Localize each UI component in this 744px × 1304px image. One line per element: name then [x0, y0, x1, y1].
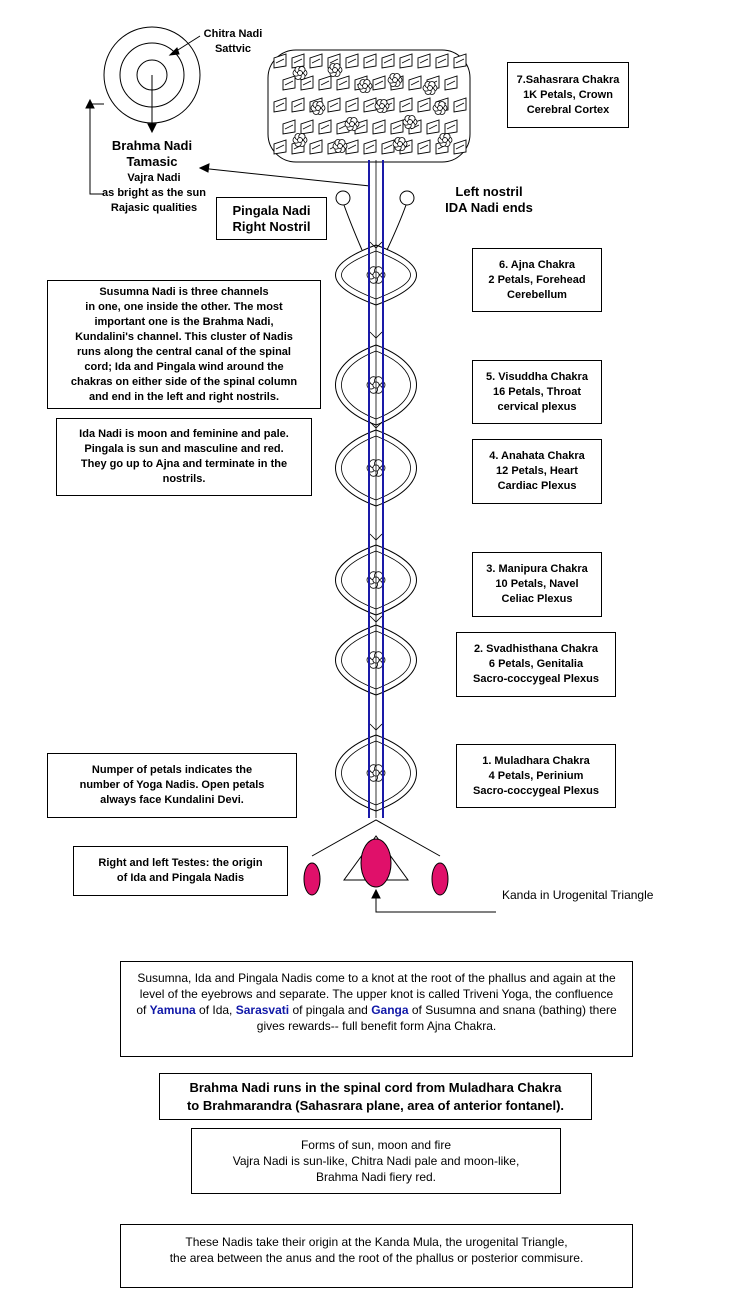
crown-lotus-6: [310, 101, 326, 115]
crown-lotus-8: [374, 99, 390, 113]
kanda-pointer: [371, 888, 496, 913]
ida-lobe-6: [335, 734, 377, 812]
crown-lotus-14: [437, 133, 453, 147]
ida-lobe-1: [335, 244, 377, 306]
right-testis: [303, 862, 321, 896]
crown-lotus-12: [332, 139, 348, 153]
crown-lotus-1: [292, 66, 308, 80]
crown-lotus-10: [432, 101, 448, 115]
kanda-bulb: [360, 838, 392, 888]
crown-lotus-11: [292, 133, 308, 147]
sahasrara-crown: [267, 49, 471, 163]
note-brahma-runs: Brahma Nadi runs in the spinal cord from…: [159, 1073, 592, 1120]
pingala-lobe-5: [375, 624, 417, 696]
note-triveni: Susumna, Ida and Pingala Nadis come to a…: [120, 961, 633, 1057]
pingala-lobe-2: [375, 344, 417, 426]
ida-lobe-3: [335, 429, 377, 507]
crown-lotus-3: [357, 79, 373, 93]
pingala-nadi-box: Pingala Nadi Right Nostril: [216, 197, 327, 240]
ida-lobe-2: [335, 344, 377, 426]
yamuna-term: Yamuna: [149, 1003, 196, 1017]
crown-lotus-2: [327, 63, 343, 77]
crown-lotus-13: [392, 137, 408, 151]
nostril-ends: [335, 190, 415, 251]
crown-lotus-9: [402, 115, 418, 129]
ganga-term: Ganga: [371, 1003, 409, 1017]
brahma-nadi-label: Brahma Nadi Tamasic: [111, 138, 193, 169]
note-origin: These Nadis take their origin at the Kan…: [120, 1224, 633, 1288]
note-ida-pingala: Ida Nadi is moon and feminine and pale.P…: [56, 418, 312, 496]
callout-arrows: [85, 35, 371, 195]
crown-lotus-5: [422, 81, 438, 95]
crown-lotus-7: [344, 117, 360, 131]
pingala-lobe-4: [375, 544, 417, 616]
chitra-nadi-label: Chitra Nadi Sattvic: [203, 28, 263, 55]
left-nostril-label: Left nostril IDA Nadi ends: [445, 184, 533, 215]
vajra-nadi-label: Vajra Nadi as bright as the sun Rajasic …: [102, 172, 206, 214]
spinal-channels: [335, 160, 417, 818]
crown-lotus-4: [387, 73, 403, 87]
sarasvati-term: Sarasvati: [235, 1003, 290, 1017]
left-testis: [431, 862, 449, 896]
kanda-label: Kanda in Urogenital Triangle: [502, 888, 654, 902]
pingala-lobe-1: [375, 244, 417, 306]
ida-lobe-5: [335, 624, 377, 696]
pingala-lobe-3: [375, 429, 417, 507]
pingala-lobe-6: [375, 734, 417, 812]
ida-lobe-4: [335, 544, 377, 616]
note-forms: Forms of sun, moon and fire Vajra Nadi i…: [191, 1128, 561, 1194]
